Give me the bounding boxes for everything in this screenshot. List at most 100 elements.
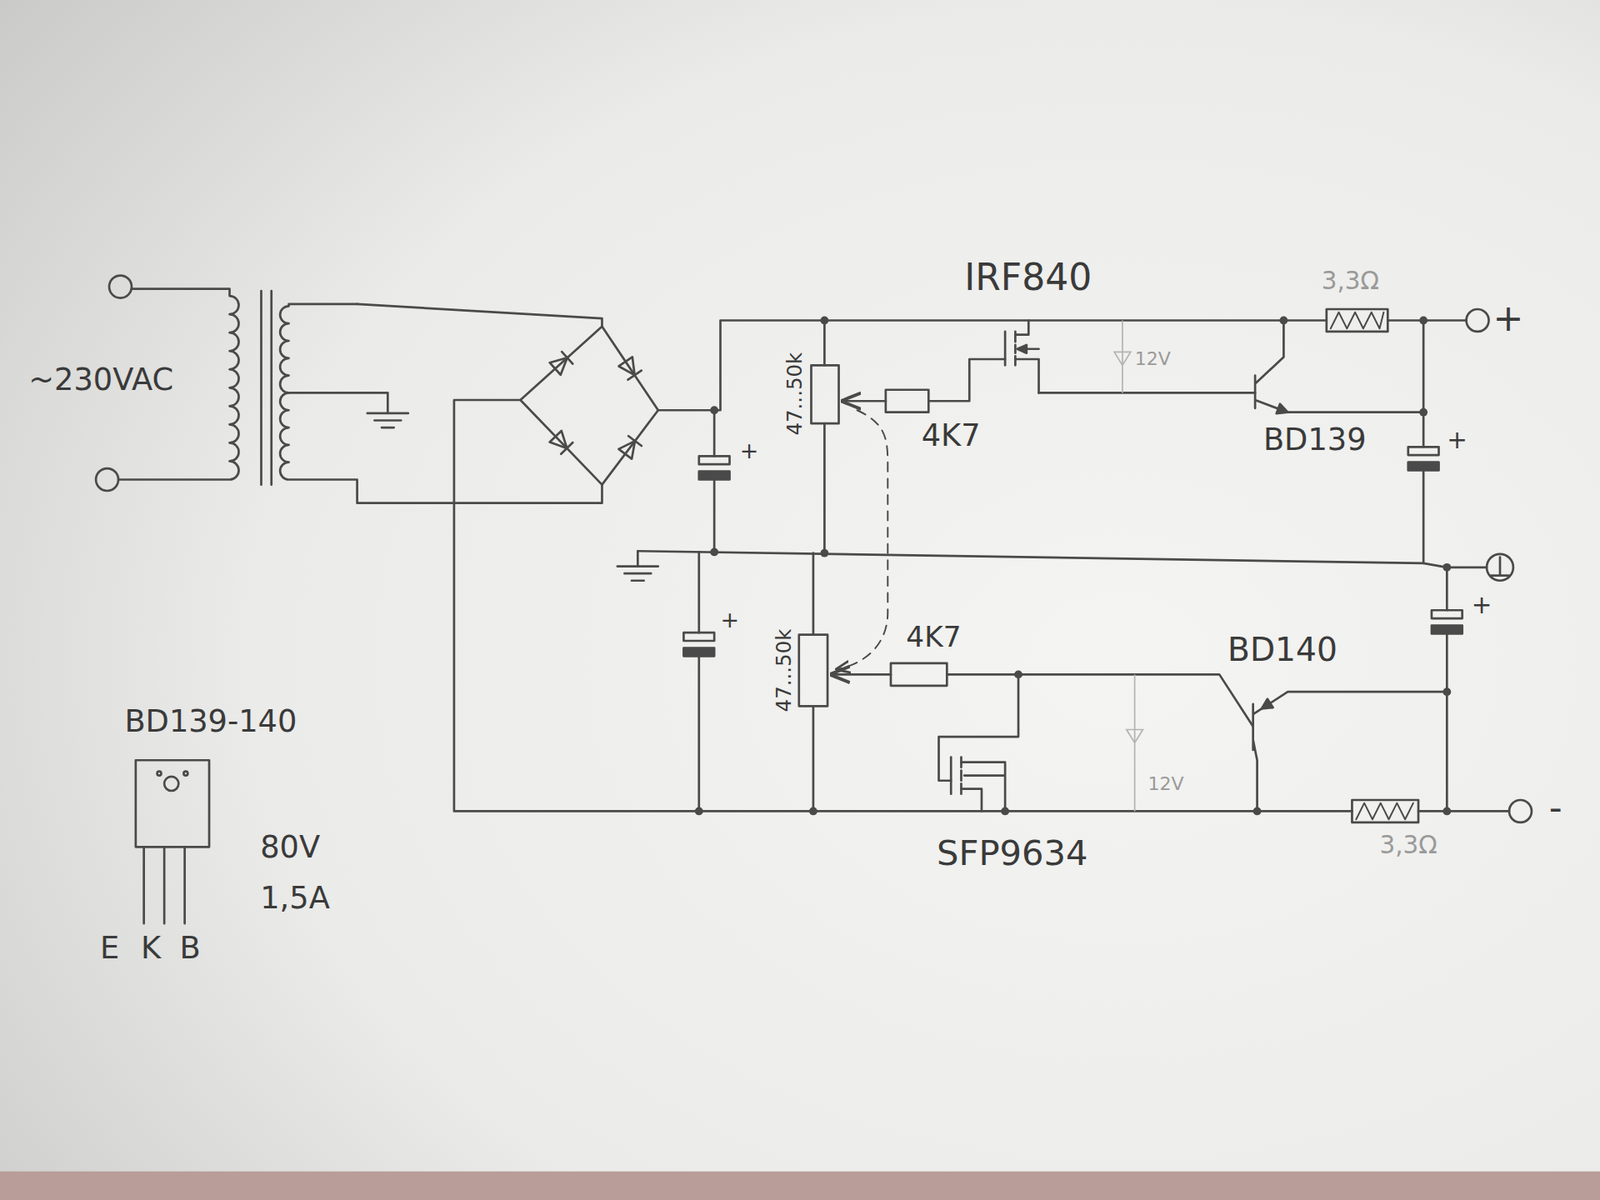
package-dot: [157, 771, 162, 776]
table-edge: [0, 1171, 1600, 1200]
potentiometer-symbol: [799, 635, 828, 707]
component-label: +: [740, 439, 760, 465]
diode-bar: [560, 442, 573, 455]
transistor-symbol: [1255, 320, 1424, 412]
capacitor-plate: [1408, 446, 1440, 455]
component-label: 47...50k: [772, 629, 795, 713]
component-label: 12V: [1148, 773, 1185, 794]
resistor-symbol: [890, 663, 947, 686]
wire: [1422, 320, 1425, 563]
component-label: +: [1446, 426, 1468, 454]
junction-dot: [710, 405, 719, 415]
component-label: 4K7: [905, 622, 961, 655]
junction-dots: [695, 316, 1451, 816]
ground-mark: [1490, 557, 1510, 576]
resistor-symbol: [1351, 800, 1419, 823]
wire: [928, 359, 1005, 401]
component-label: 1,5A: [260, 880, 330, 915]
component-label: BD139-140: [124, 704, 297, 738]
package-hole: [164, 776, 179, 791]
component-label: 12V: [1135, 349, 1171, 370]
capacitor-plate: [699, 455, 730, 465]
component-label: B: [180, 930, 201, 965]
wire: [1039, 391, 1256, 395]
diode-bar: [628, 435, 642, 446]
junction-dot: [820, 316, 829, 325]
terminal-circle: [1486, 554, 1514, 581]
component-label: +: [1471, 591, 1493, 619]
component-label: 80V: [260, 830, 320, 864]
diode-bar: [561, 351, 573, 364]
capacitor-plate: [699, 471, 730, 480]
package-outline: [135, 760, 210, 847]
component-label: 47...50k: [783, 352, 806, 436]
component-label: +: [1492, 298, 1524, 339]
junction-dot: [1253, 807, 1262, 816]
junction-dot: [809, 807, 818, 816]
potentiometer-symbol: [810, 365, 839, 424]
diode-symbol: [550, 357, 568, 375]
wire: [713, 410, 716, 552]
negative-rail: [454, 400, 1510, 811]
transformer-core: [260, 290, 271, 485]
terminal-circle: [95, 468, 119, 491]
capacitor-plate: [1408, 462, 1440, 471]
component-label: E: [100, 930, 120, 965]
ground-symbol: [617, 550, 659, 581]
component-label: IRF840: [964, 257, 1092, 298]
wiring: [95, 275, 1532, 925]
wire: [357, 304, 603, 327]
terminal-circle: [1509, 800, 1532, 823]
junction-dot: [1000, 807, 1010, 816]
wire: [946, 674, 1253, 726]
ground-rail: [637, 550, 1487, 568]
diode-bar: [628, 370, 642, 380]
junction-dot: [1442, 687, 1451, 696]
component-label: BD140: [1227, 632, 1338, 669]
capacitor-plate: [683, 648, 715, 657]
resistor-zigzag: [1355, 803, 1414, 820]
junction-dot: [1280, 316, 1289, 325]
diode-symbol: [618, 440, 635, 460]
capacitor-plate: [683, 632, 715, 641]
component-label: 4K7: [921, 418, 981, 452]
transistor-symbol: [1253, 691, 1448, 811]
capacitor-plate: [1431, 610, 1463, 619]
faint-zener: [1126, 674, 1144, 811]
component-label: 3,3Ω: [1380, 831, 1438, 859]
wire: [812, 553, 815, 812]
positive-rail: [658, 320, 1467, 410]
junction-dot: [1442, 807, 1451, 816]
mosfet-gate: [1004, 331, 1007, 365]
diode-symbol: [550, 430, 568, 449]
junction-dot: [1442, 563, 1451, 572]
component-label: BD139: [1263, 422, 1367, 456]
junction-dot: [1014, 670, 1023, 679]
resistor-symbol: [885, 390, 929, 413]
emitter-arrow: [1261, 699, 1274, 710]
resistor-symbol: [1326, 309, 1388, 332]
secondary-coil: [280, 304, 602, 504]
junction-dot: [1419, 316, 1428, 325]
faint-zener: [1114, 320, 1131, 393]
terminal-circle: [109, 275, 132, 299]
component-label: 3,3Ω: [1321, 267, 1380, 295]
bridge-rectifier: [520, 326, 658, 485]
wire: [697, 551, 700, 811]
wiper-arrow: [831, 673, 891, 676]
component-label: -: [1549, 787, 1563, 828]
capacitor-plate: [1431, 625, 1463, 635]
package-dot: [183, 771, 188, 776]
mosfet-leads: [960, 762, 1005, 812]
component-label: +: [720, 608, 740, 634]
mosfet-gate: [950, 757, 953, 795]
wire: [823, 320, 826, 553]
component-label: K: [140, 930, 161, 965]
package-legs: [144, 846, 185, 924]
emitter-arrow: [1276, 404, 1289, 415]
faint-sketch: [1114, 320, 1143, 811]
mosfet-arrow: [1017, 345, 1027, 354]
